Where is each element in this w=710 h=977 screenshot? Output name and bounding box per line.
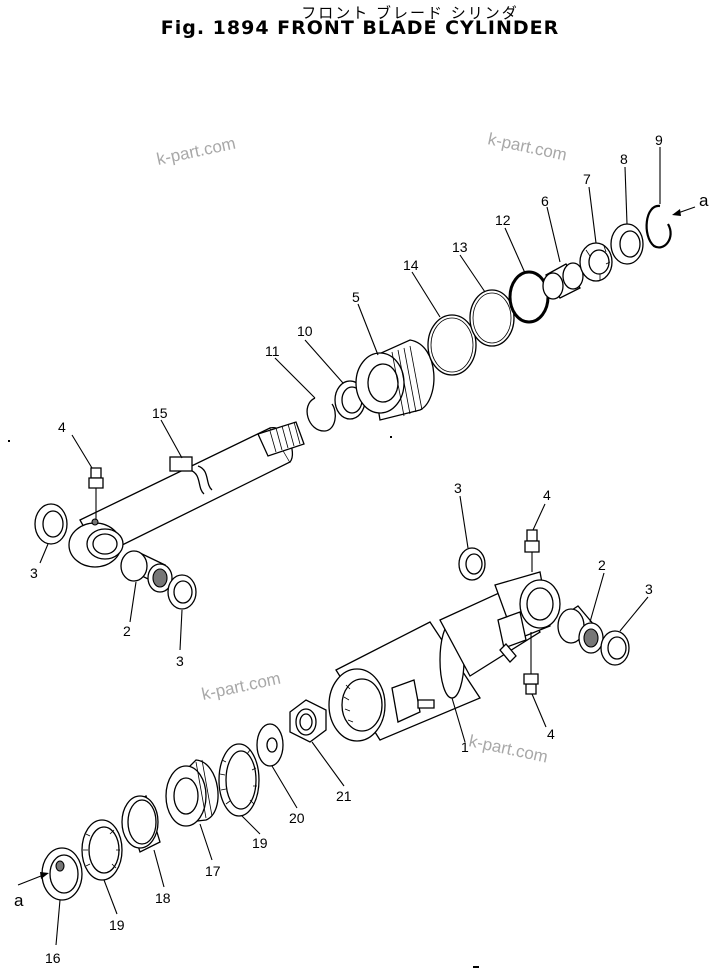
backup-ring <box>469 289 515 347</box>
snap-ring <box>306 397 336 432</box>
dust-seal <box>610 223 644 265</box>
callout-4: 4 <box>547 726 555 742</box>
callout-20: 20 <box>289 810 305 826</box>
dust-seal <box>34 503 68 545</box>
callout-13: 13 <box>452 239 468 255</box>
watermark: k-part.com <box>467 731 549 766</box>
callout-2: 2 <box>123 623 131 639</box>
o-ring <box>508 270 550 324</box>
callout-4: 4 <box>58 419 66 435</box>
callout-14: 14 <box>403 257 419 273</box>
watermark: k-part.com <box>155 134 237 169</box>
callout-17: 17 <box>205 863 221 879</box>
grease-fitting <box>523 632 539 695</box>
callout-6: 6 <box>541 193 549 209</box>
cylinder-tube <box>328 571 561 742</box>
callout-8: 8 <box>620 151 628 167</box>
callout-1: 1 <box>461 739 469 755</box>
dust-seal <box>458 547 486 581</box>
wear-ring <box>81 819 123 881</box>
callout-3: 3 <box>645 581 653 597</box>
callout-12: 12 <box>495 212 511 228</box>
scan-mark <box>473 966 479 968</box>
cylinder-head <box>355 339 435 421</box>
callout-18: 18 <box>155 890 171 906</box>
callout-10: 10 <box>297 323 313 339</box>
rod-seal <box>579 242 613 282</box>
title-japanese: フロント ブレード シリンダ <box>301 4 519 22</box>
piston-bushing <box>121 795 161 853</box>
callout-11: 11 <box>265 343 280 359</box>
connector-mark: a <box>699 191 709 210</box>
leader-lines <box>39 147 661 946</box>
snap-ring <box>645 204 672 249</box>
bushing <box>557 605 604 654</box>
o-ring <box>427 314 477 376</box>
callout-19: 19 <box>109 917 125 933</box>
callout-3: 3 <box>176 653 184 669</box>
dust-seal <box>167 574 197 610</box>
washer-plate <box>256 723 284 767</box>
callout-9: 9 <box>655 132 663 148</box>
callout-16: 16 <box>45 950 61 966</box>
scan-mark <box>390 436 392 438</box>
grease-fitting <box>88 467 104 520</box>
figure-title: Fig. 1894 FRONT BLADE CYLINDER <box>160 17 560 39</box>
callout-3: 3 <box>30 565 38 581</box>
callout-15: 15 <box>152 405 168 421</box>
callout-2: 2 <box>598 557 606 573</box>
callout-4: 4 <box>543 487 551 503</box>
bushing <box>542 262 584 300</box>
piston-rod <box>68 421 305 568</box>
rod-end-cap <box>41 847 83 901</box>
bushing <box>120 550 173 593</box>
wear-ring <box>218 743 260 817</box>
piston-nut <box>289 699 327 743</box>
piston <box>165 759 219 827</box>
callout-19: 19 <box>252 835 268 851</box>
dust-seal <box>600 630 630 666</box>
callout-3: 3 <box>454 480 462 496</box>
scan-mark <box>8 440 10 442</box>
watermark: k-part.com <box>200 669 282 704</box>
callout-21: 21 <box>336 788 352 804</box>
callout-7: 7 <box>583 171 591 187</box>
connector-mark: a <box>14 891 24 910</box>
grease-fitting <box>524 529 540 572</box>
callout-5: 5 <box>352 289 360 305</box>
watermark: k-part.com <box>486 129 568 164</box>
